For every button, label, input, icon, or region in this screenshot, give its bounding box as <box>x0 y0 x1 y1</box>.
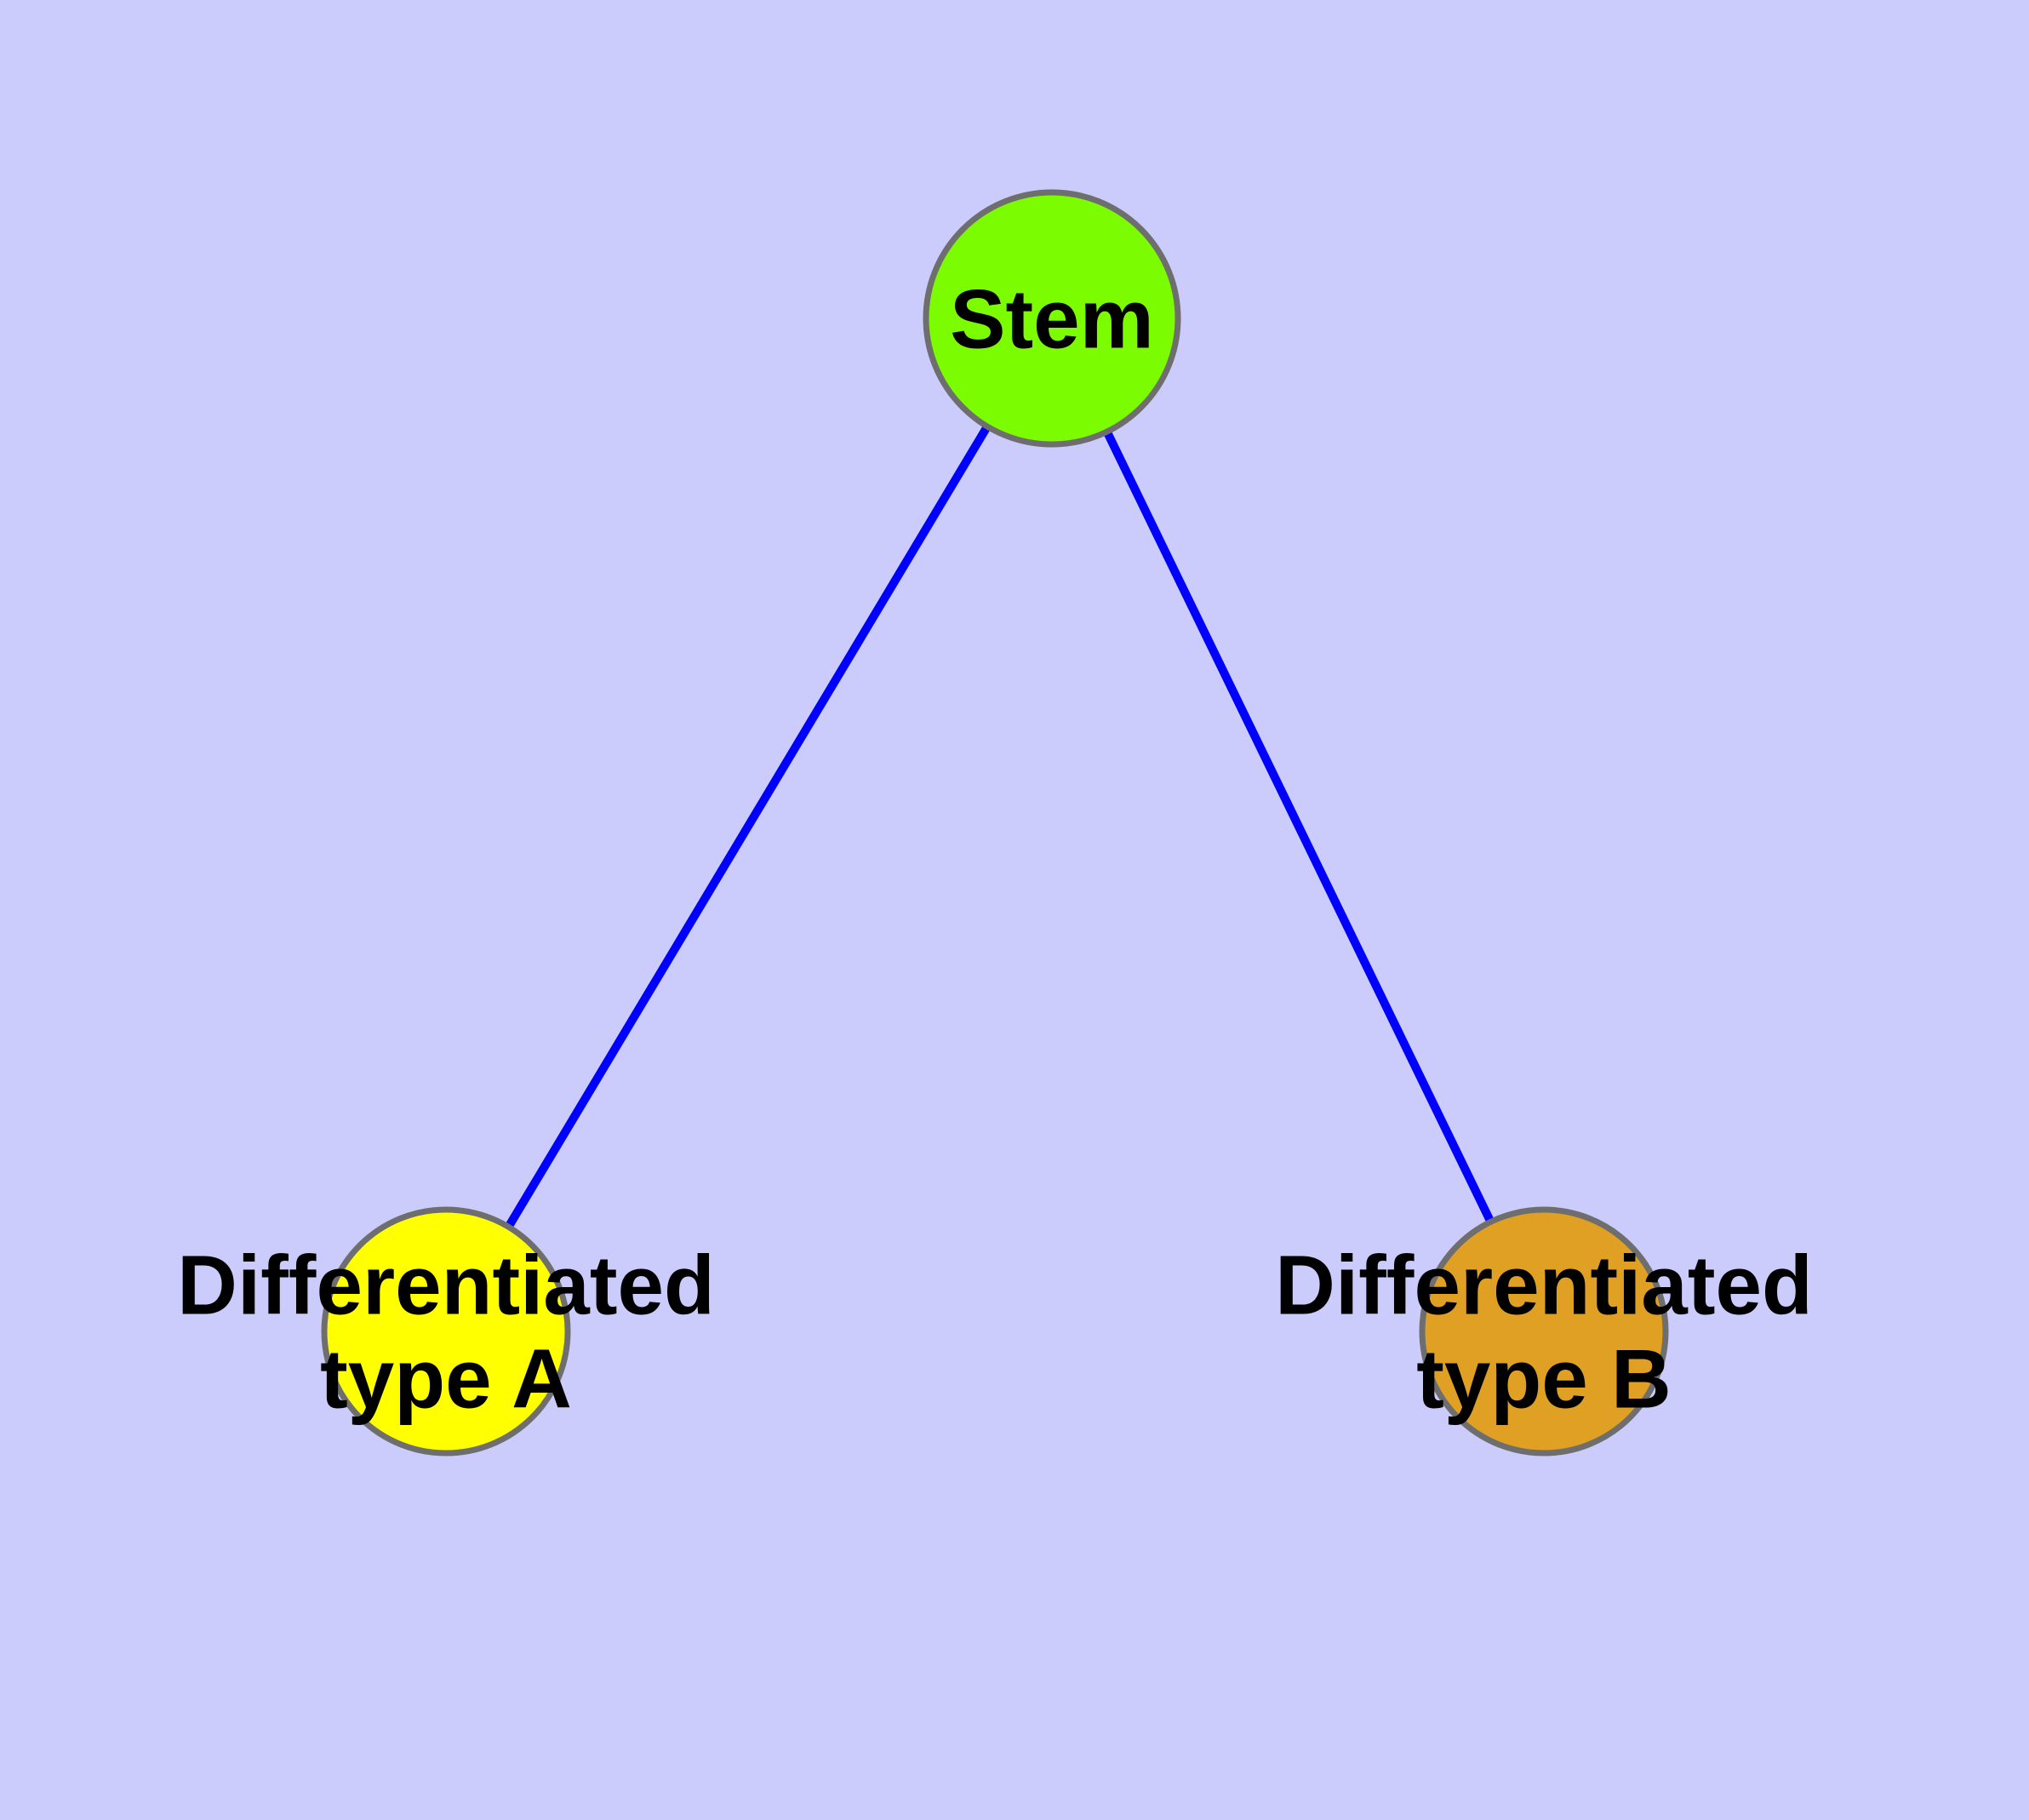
node-label-line: type B <box>1416 1331 1672 1425</box>
node-label-stem: Stem <box>950 272 1154 365</box>
edge-layer <box>503 421 1496 1233</box>
edge-stem-to-a[interactable] <box>503 421 993 1233</box>
node-label-line: Differentiated <box>1275 1238 1813 1331</box>
node-stem[interactable] <box>923 189 1181 448</box>
node-diff_b[interactable] <box>1419 1206 1669 1457</box>
node-layer <box>321 189 1669 1457</box>
edge-stem-to-b[interactable] <box>1101 426 1496 1228</box>
node-diff_a[interactable] <box>321 1206 571 1457</box>
node-label-line: type A <box>320 1331 572 1425</box>
node-label-line: Stem <box>950 272 1154 365</box>
node-label-line: Differentiated <box>177 1238 715 1331</box>
